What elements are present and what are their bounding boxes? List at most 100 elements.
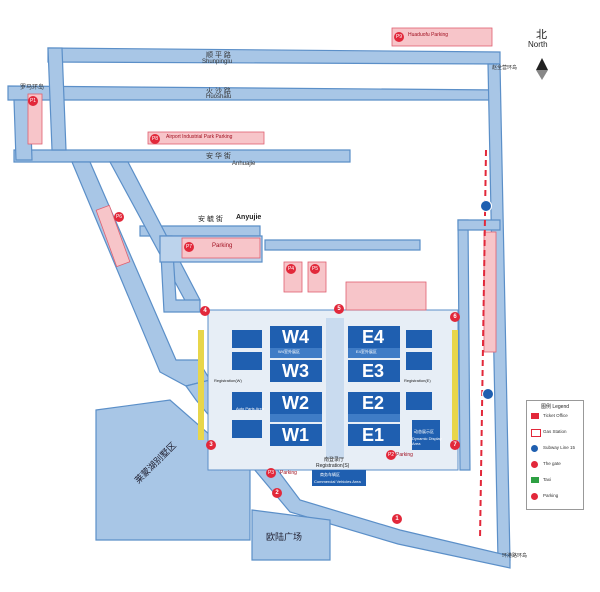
legend-item-gate: The gate [543,461,561,466]
gate-icon [531,461,538,468]
dynamic-display-area [412,420,440,450]
legend-item-taxi: Taxi [543,477,552,482]
north-compass [536,58,548,80]
road-huoshalu [7,85,501,101]
road-anyujie-east [264,239,421,251]
hall-e2-label: E2 [362,393,385,413]
luoma-roundabout: 罗马环岛 [20,85,45,91]
parking-p7 [181,237,261,259]
ticket-office-icon [531,413,539,419]
parking-p2-marker[interactable]: P2 [386,450,396,460]
hall-w3-label: W3 [282,361,309,381]
legend-title: 图例 Legend [540,404,570,410]
north-parking [345,281,427,311]
registration-s-en: Registration(S) [316,463,350,469]
gate-6-marker[interactable]: 6 [450,312,460,322]
parking-p7-marker[interactable]: P7 [184,242,194,252]
parking-p1 [27,93,43,145]
parking-p6 [95,204,131,268]
gate-2-marker[interactable]: 2 [272,488,282,498]
hall-w4 [270,326,322,348]
road-left-vertical [47,47,67,151]
auto-parts-label: Auto Parts Area [236,406,265,411]
subway-icon [531,445,538,452]
commercial-vehicles-area [312,470,366,486]
hall-w1-label: W1 [282,425,309,445]
registration-w-en: Registration(W) [214,378,242,383]
commercial-area-label: 商务车辆区 [320,472,340,477]
hall-w4-label: W4 [282,327,309,347]
hall-e4-label: E4 [362,327,385,347]
road-anhuajie-en: Anhuajie [232,161,256,167]
parking-p5-marker[interactable]: P5 [310,264,320,274]
parking-p8-label: Airport Industrial Park Parking [166,134,233,140]
subway-station-north-icon[interactable] [480,200,492,212]
hall-e4 [348,326,400,348]
east-block-3 [406,392,432,410]
hall-w3 [270,360,322,382]
east-block-2 [406,352,432,370]
central-boulevard [326,318,344,458]
parking-east-strip [483,231,497,353]
hall-w2 [270,392,322,414]
block-oulu [251,509,331,561]
gate-4-marker[interactable]: 4 [200,306,210,316]
legend-item-gas: Gas Station [543,429,567,434]
subway-line-15 [479,149,487,541]
north-en: North [528,40,548,49]
road-shunpinglu-en: Shunpinglu [202,59,233,65]
west-block-3 [232,392,262,410]
road-anyujie-cn: 安 毓 街 [198,216,223,223]
parking-p9 [391,27,493,47]
gate-3-marker[interactable]: 3 [206,440,216,450]
legend-box: 图例 Legend Ticket Office Gas Station Subw… [526,400,584,510]
hall-w2-label: W2 [282,393,309,413]
road-shunpinglu-cn: 顺 平 路 [206,52,231,59]
gas-station-icon [531,429,541,437]
east-block-1 [406,330,432,348]
legend-item-parking: Parking [543,493,559,498]
north-cn: 北 [536,29,547,41]
parking-p9-marker[interactable]: P9 [394,32,404,42]
parking-p4-marker[interactable]: P4 [286,264,296,274]
parking-p3-label: Parking [280,470,297,476]
parking-p6-marker[interactable]: P6 [114,212,124,222]
subway-station-south-icon[interactable] [482,388,494,400]
taxi-icon [531,477,539,483]
district-oulu: 欧陆广场 [266,532,303,542]
west-edge-strip [198,330,204,440]
legend-item-ticket: Ticket Office [543,413,568,418]
road-huoshalu-en: Huoshalu [206,94,232,100]
road-anyujie-en: Anyujie [236,214,262,221]
hall-e3 [348,360,400,382]
gate-7-marker[interactable]: 7 [450,440,460,450]
parking-icon [531,493,538,500]
hall-e3-label: E3 [362,361,385,381]
gate-1-marker[interactable]: 1 [392,514,402,524]
parking-p9-label: Huaduofu Parking [408,32,449,38]
parking-p7-label: Parking [212,243,233,249]
commercial-area-label-en: Commercial Vehicles Area [314,479,361,484]
registration-s-cn: 南登录厅 [324,457,345,463]
e2-outdoor-area [348,414,400,422]
gate-5-marker[interactable]: 5 [334,304,344,314]
west-block-2 [232,352,262,370]
parking-p3-marker[interactable]: P3 [266,468,276,478]
w2-outdoor-area [270,414,322,422]
road-left-ring [13,99,33,161]
parking-p8 [147,131,265,145]
legend-item-subway: Subway Line 15 [543,445,576,450]
road-inner-top [457,219,501,231]
road-inner-vertical [457,219,471,471]
west-block-4 [232,420,262,438]
e4-outdoor-label: E4室外展区 [356,349,377,354]
road-anhuajie [13,149,351,163]
road-huoshalu-cn: 火 沙 路 [206,88,231,95]
w4-outdoor-label: W4室外展区 [278,349,300,354]
south-roundabout: 环港路环岛 [502,553,528,559]
parking-p8-marker[interactable]: P8 [150,134,160,144]
registration-e-en: Registration(E) [404,378,431,383]
dynamic-area-label: 动态展示区 [414,429,434,434]
parking-p1-marker[interactable]: P1 [28,96,38,106]
